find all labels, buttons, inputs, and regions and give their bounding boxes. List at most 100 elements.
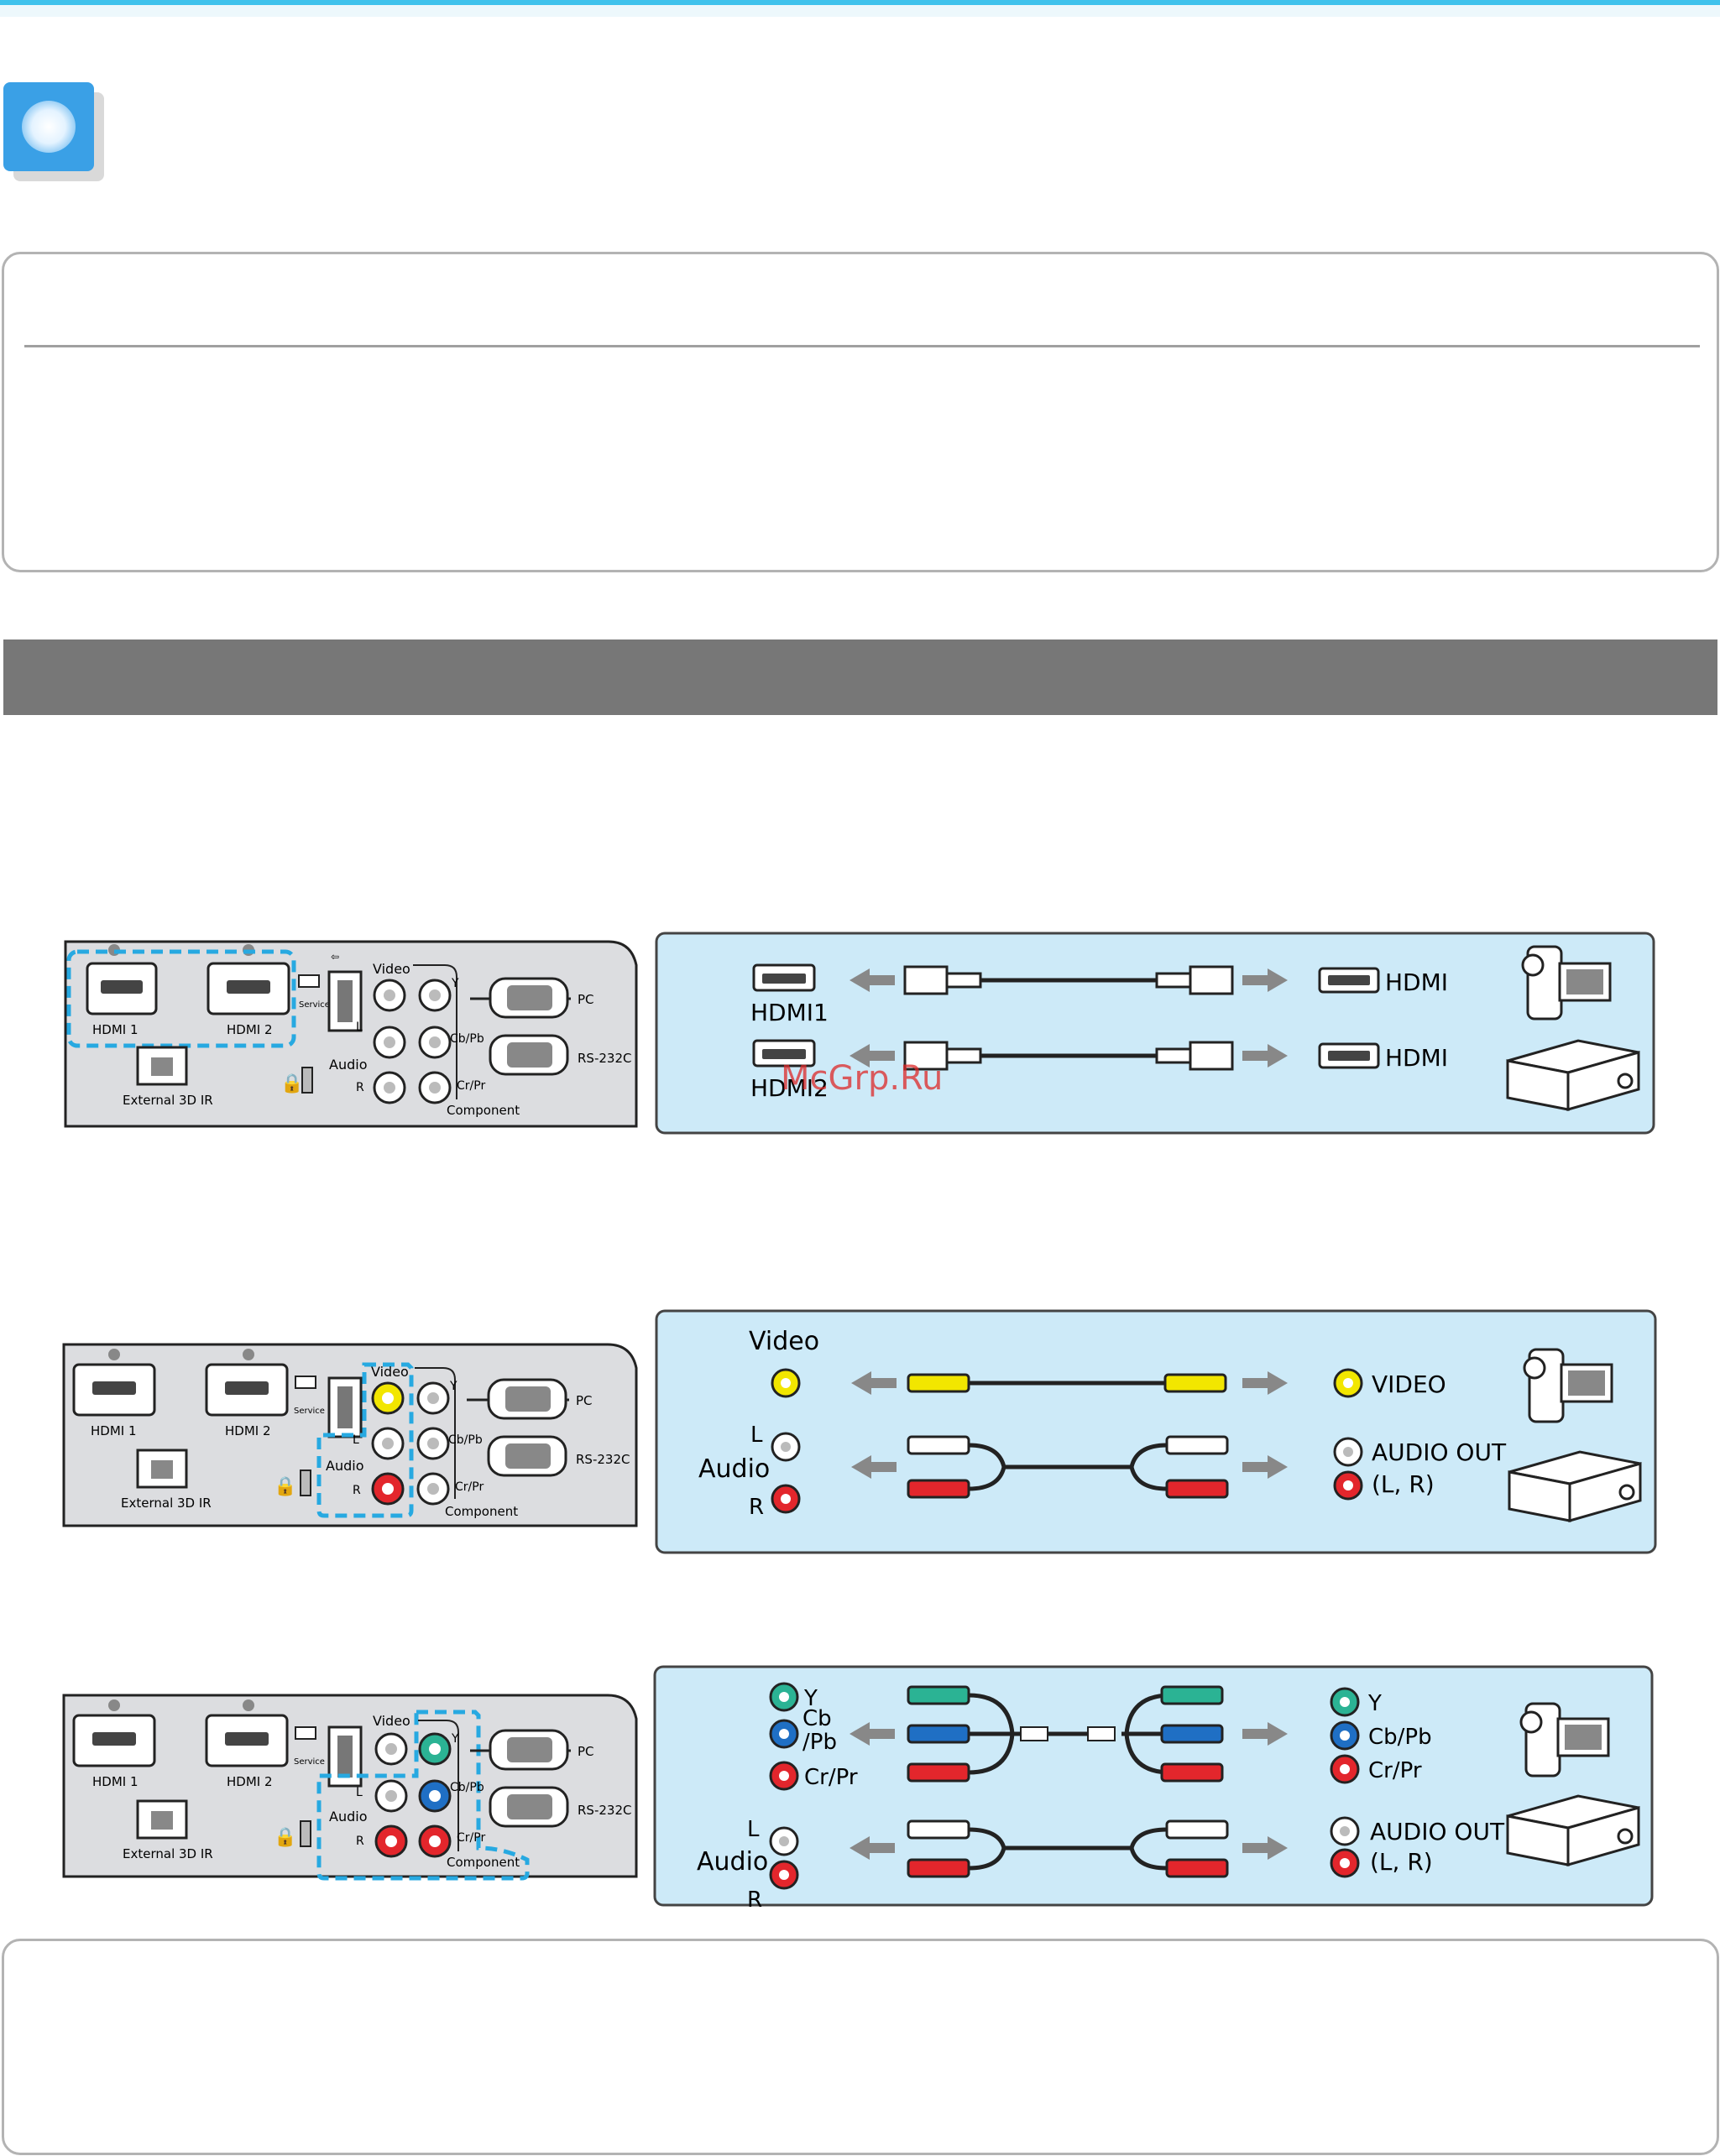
hdmi2-label: HDMI 2 — [227, 1022, 273, 1037]
arrow-right-icon — [1242, 1722, 1288, 1746]
video-player-icon — [1506, 1039, 1640, 1111]
hdmi-plug-icon — [1189, 1041, 1234, 1071]
component-y-label: Y — [449, 1380, 457, 1393]
audio-r-label: R — [353, 1484, 361, 1497]
arrow-left-icon — [850, 1722, 895, 1746]
audio-label: Audio — [698, 1454, 770, 1484]
device-cbpb-label: Cb/Pb — [1368, 1725, 1432, 1750]
device-hdmi-label-bottom: HDMI — [1385, 1044, 1448, 1072]
component-connection-figure: HDMI 1 HDMI 2 External 3D IR Service Onl… — [62, 1665, 1654, 1913]
usb-icon: ⇦ — [331, 951, 339, 963]
service-only-label: Service Only — [299, 1000, 352, 1010]
video-diagram: Video L Audio R VIDEO AUDIO OUT (L, R) — [655, 1309, 1657, 1554]
arrow-left-icon — [850, 1044, 895, 1068]
chapter-icon-glow — [22, 101, 76, 153]
arrow-left-icon — [851, 1455, 897, 1479]
audio-r-label: R — [749, 1495, 764, 1520]
arrow-left-icon — [851, 1371, 897, 1395]
audio-l-label: L — [356, 1021, 363, 1034]
device-y-label: Y — [1367, 1691, 1382, 1716]
audio-l-label: L — [353, 1433, 359, 1447]
rca-plug-green — [907, 1685, 970, 1705]
audio-l-label: L — [750, 1423, 763, 1448]
service-only-label: Service Only — [294, 1407, 347, 1416]
rca-plug-red — [907, 1762, 970, 1783]
rca-plug-white — [1165, 1819, 1229, 1840]
note-box-bottom — [2, 1939, 1719, 2155]
service-only-label: Service Only — [294, 1757, 347, 1767]
arrow-right-icon — [1242, 1455, 1288, 1479]
hdmi2-label: HDMI 2 — [227, 1774, 273, 1789]
chapter-icon — [3, 82, 104, 181]
pc-label: PC — [578, 1744, 594, 1759]
arrow-left-icon — [850, 1836, 895, 1860]
note-box-top — [2, 252, 1719, 572]
hdmi-diagram: HDMI1 HDMI2 HDMI HDMI — [655, 932, 1655, 1135]
cb-label: Cb — [802, 1706, 832, 1731]
lock-icon: 🔒 — [274, 1827, 296, 1848]
device-audio-out-label: AUDIO OUT — [1372, 1438, 1507, 1466]
rca-plug-red — [1165, 1479, 1229, 1499]
y-label: Y — [803, 1686, 818, 1711]
video-connection-figure: HDMI 1 HDMI 2 External 3D IR Service Onl… — [62, 1309, 1657, 1554]
pc-label: PC — [576, 1393, 593, 1408]
hdmi-plug-icon — [1189, 965, 1234, 995]
camcorder-icon — [1521, 945, 1612, 1021]
component-crpr-label: Cr/Pr — [455, 1480, 484, 1494]
external-3d-ir-label: External 3D IR — [121, 1496, 212, 1511]
section-heading-bar — [3, 639, 1717, 715]
component-label: Component — [447, 1855, 520, 1870]
arrow-right-icon — [1242, 968, 1288, 992]
hdmi2-port-label: HDMI2 — [750, 1074, 829, 1102]
arrow-left-icon — [850, 968, 895, 992]
device-hdmi-label-top: HDMI — [1385, 968, 1448, 996]
rs232c-label: RS-232C — [578, 1051, 631, 1066]
component-crpr-label: Cr/Pr — [457, 1079, 485, 1093]
hdmi-plug-icon — [903, 965, 949, 995]
arrow-right-icon — [1242, 1836, 1288, 1860]
note-box-divider — [24, 345, 1700, 347]
external-3d-ir-label: External 3D IR — [123, 1846, 213, 1861]
audio-l-label: L — [356, 1786, 363, 1799]
audio-r-label: R — [356, 1835, 364, 1848]
rca-plug-red — [1160, 1762, 1224, 1783]
watermark: McGrp.Ru — [781, 1059, 944, 1098]
header-accent-band — [0, 5, 1720, 17]
hdmi1-label: HDMI 1 — [91, 1423, 137, 1438]
rca-plug-red — [1165, 1858, 1229, 1878]
audio-r-label: R — [356, 1081, 364, 1094]
video-player-icon — [1508, 1450, 1642, 1522]
audio-label: Audio — [326, 1458, 363, 1474]
component-crpr-label: Cr/Pr — [457, 1831, 485, 1845]
header-accent-line — [0, 0, 1720, 5]
component-y-label: Y — [451, 977, 459, 990]
lock-icon: 🔒 — [280, 1073, 303, 1094]
rca-plug-red — [907, 1858, 970, 1878]
rca-plug-green — [1160, 1685, 1224, 1705]
audio-label: Audio — [329, 1057, 367, 1073]
component-label: Component — [447, 1103, 520, 1118]
device-lr-label: (L, R) — [1372, 1470, 1435, 1498]
device-video-label: VIDEO — [1372, 1370, 1446, 1398]
video-label: Video — [749, 1327, 819, 1356]
projector-panel: HDMI 1 HDMI 2 External 3D IR Service Onl… — [62, 1343, 638, 1527]
external-3d-ir-label: External 3D IR — [123, 1093, 213, 1108]
projector-panel: HDMI 1 HDMI 2 External 3D IR Service Onl… — [62, 1694, 638, 1881]
component-cbpb-label: Cb/Pb — [450, 1032, 484, 1046]
external-3d-ir-port — [136, 1449, 188, 1489]
camcorder-icon — [1523, 1348, 1613, 1423]
rs232c-label: RS-232C — [578, 1803, 631, 1818]
projector-panel: HDMI 1 HDMI 2 External 3D IR Service Onl… — [64, 940, 638, 1128]
highlight-video-audio-ports — [316, 1362, 414, 1518]
audio-r-label: R — [747, 1887, 762, 1913]
audio-l-label: L — [747, 1817, 760, 1842]
rca-plug-white — [907, 1819, 970, 1840]
rca-plug-red — [907, 1479, 970, 1499]
video-label: Video — [371, 1364, 409, 1380]
component-y-label: Y — [451, 1732, 459, 1746]
component-cbpb-label: Cb/Pb — [448, 1433, 483, 1447]
hdmi2-label: HDMI 2 — [225, 1423, 271, 1438]
device-audio-out-label: AUDIO OUT — [1370, 1818, 1505, 1845]
rca-plug-white — [1165, 1435, 1229, 1455]
video-player-icon — [1506, 1794, 1640, 1866]
